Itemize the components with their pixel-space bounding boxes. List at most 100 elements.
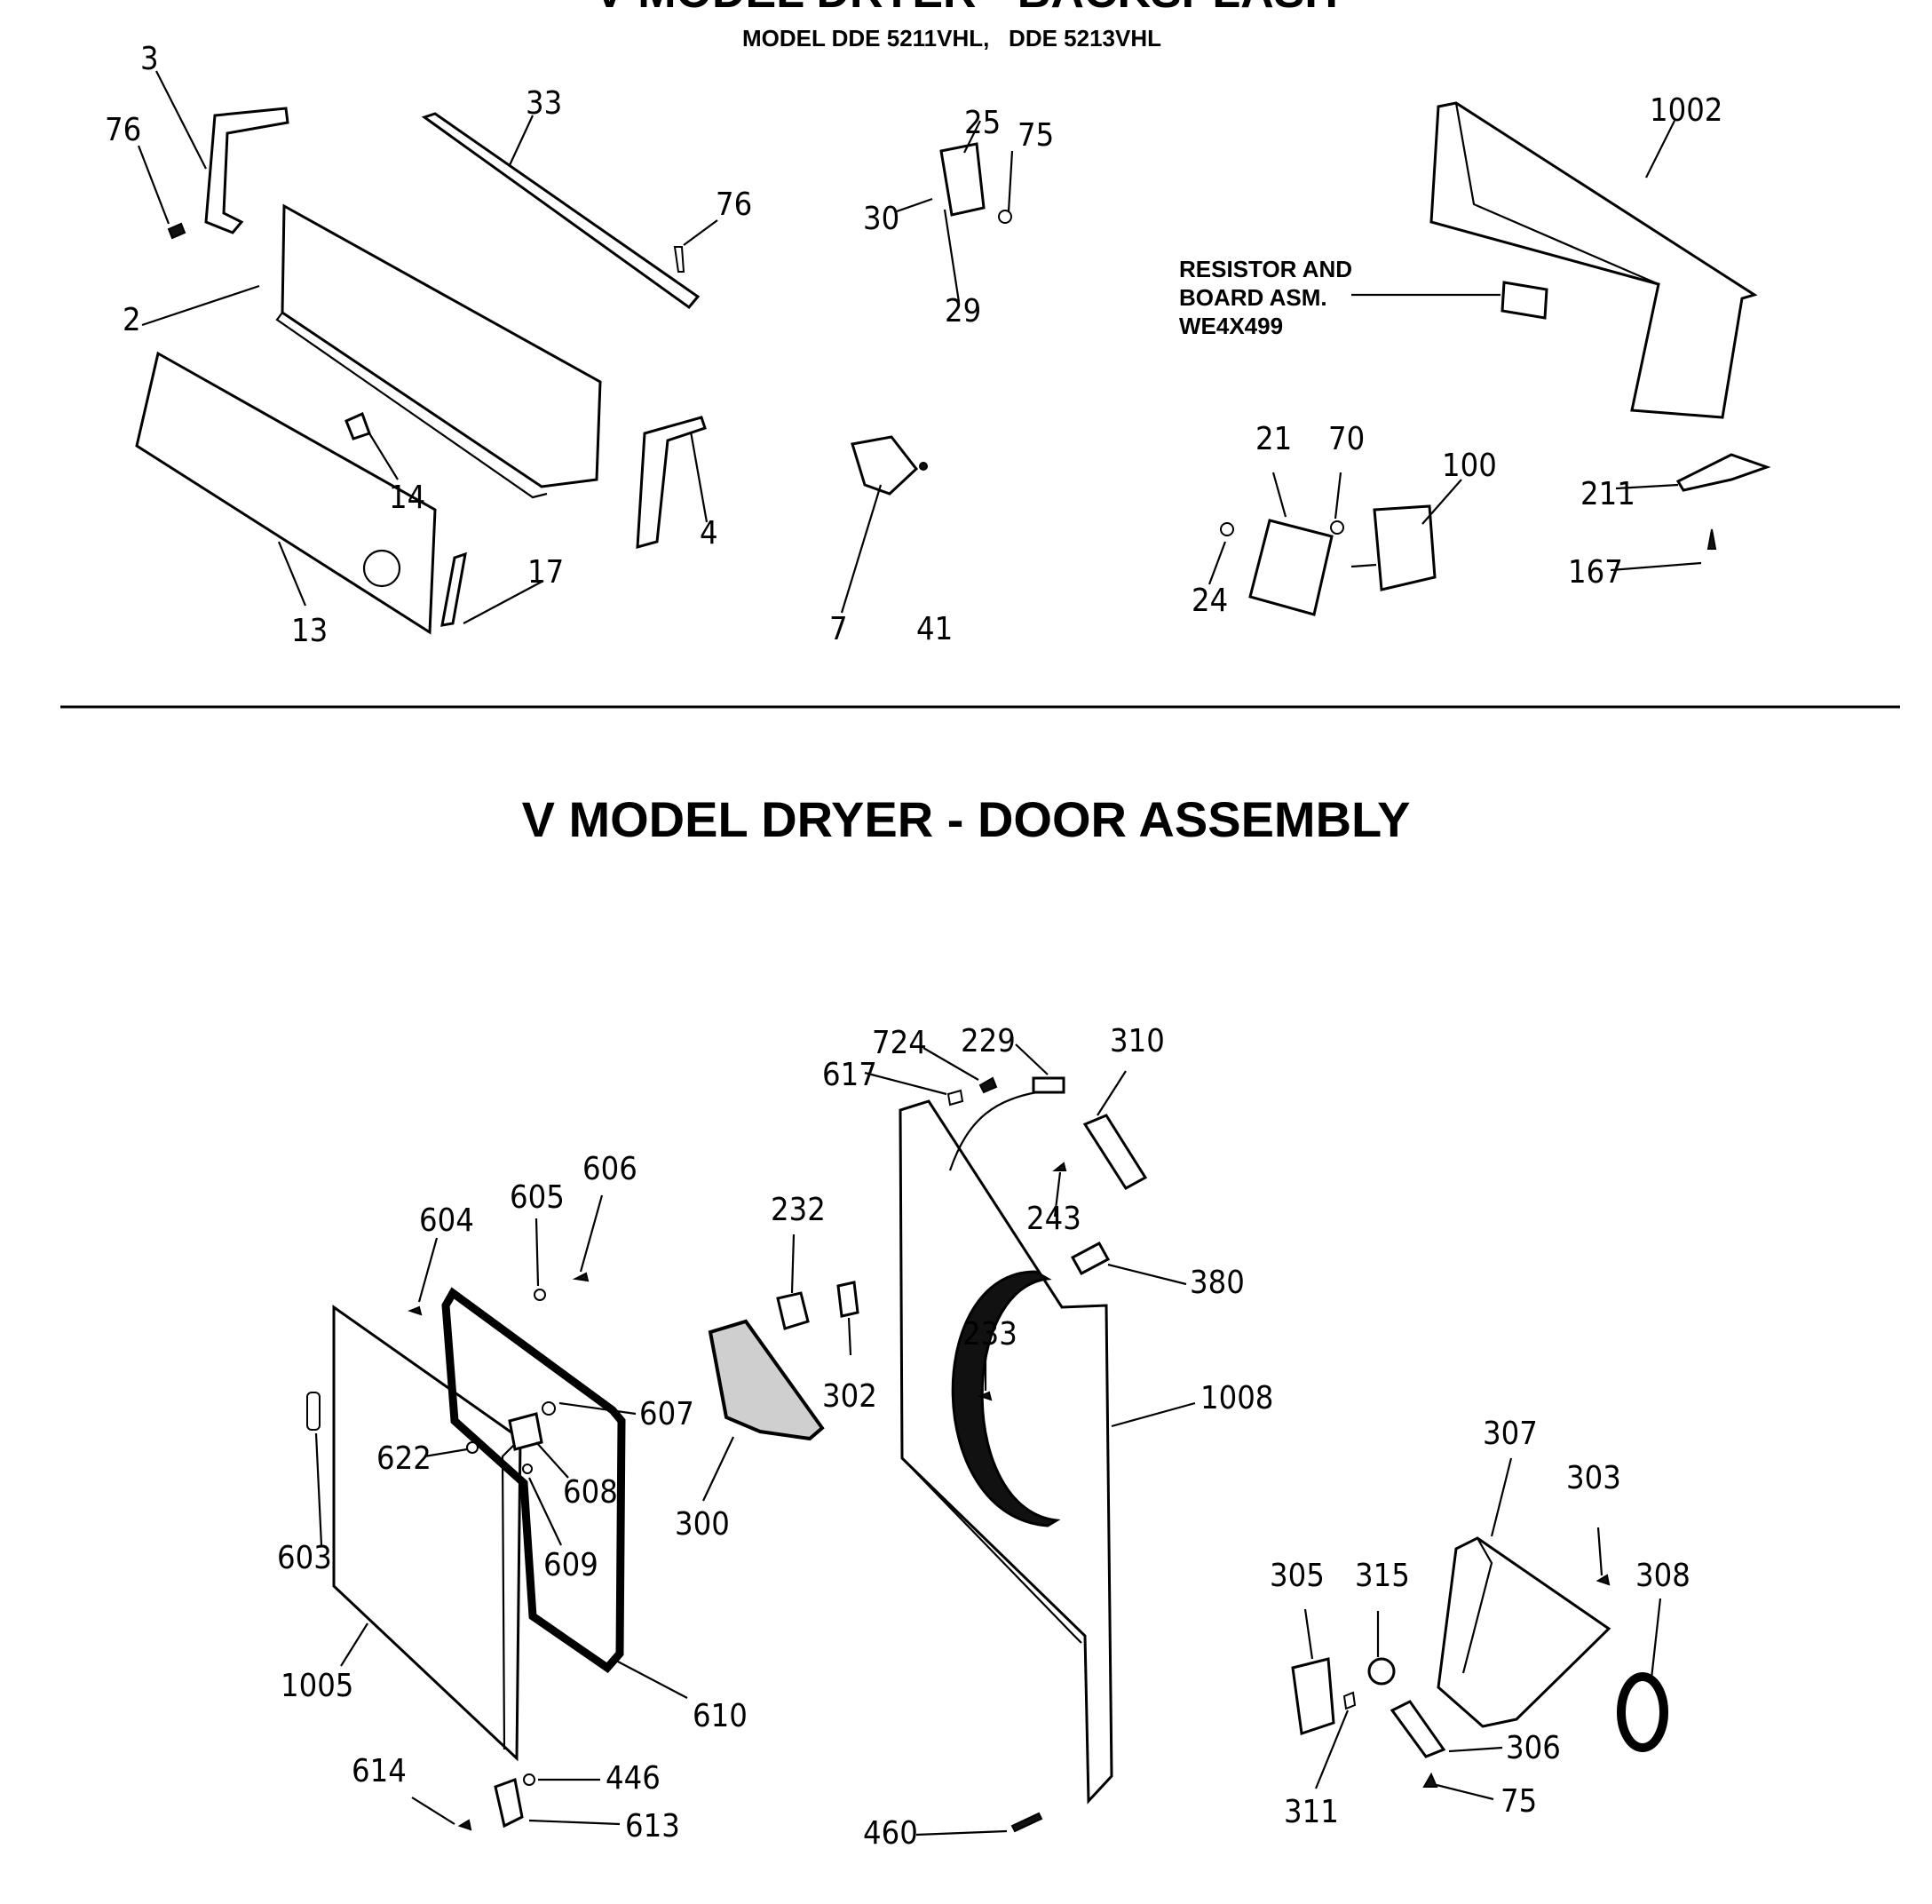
part-606-screw	[572, 1272, 590, 1282]
label-76b: 76	[716, 186, 752, 223]
part-604-screw	[408, 1305, 423, 1316]
label-617: 617	[822, 1057, 877, 1093]
part-300-lint-filter	[708, 1319, 825, 1441]
part-229-connector	[1032, 1076, 1065, 1094]
part-315-roller	[1367, 1657, 1396, 1686]
backsplash-labels: 3 76 33 25 75 76 30 29 1002 2 14 4 13 17…	[105, 41, 1722, 649]
label-3: 3	[140, 41, 159, 77]
label-310: 310	[1110, 1023, 1165, 1059]
part-308-ring	[1617, 1672, 1668, 1752]
label-724: 724	[872, 1025, 927, 1061]
label-303: 303	[1566, 1460, 1621, 1496]
part-1008-opening	[951, 1270, 1061, 1527]
part-21-plate	[1248, 519, 1334, 616]
label-608: 608	[563, 1474, 618, 1511]
part-310-switch	[1082, 1114, 1148, 1190]
label-24: 24	[1192, 583, 1228, 619]
label-211: 211	[1580, 476, 1635, 512]
label-614: 614	[352, 1753, 407, 1789]
part-4-bracket	[636, 416, 707, 549]
part-2-console	[281, 203, 602, 488]
label-100: 100	[1442, 448, 1497, 484]
label-315: 315	[1355, 1558, 1410, 1594]
label-302: 302	[822, 1378, 877, 1415]
part-211-bracket	[1675, 453, 1771, 492]
backsplash-title: V MODEL DRYER - BACKSPLASH	[594, 0, 1338, 18]
label-308: 308	[1635, 1558, 1690, 1594]
label-7: 7	[829, 611, 848, 647]
resistor-note-line3: WE4X499	[1179, 313, 1283, 339]
label-306: 306	[1506, 1730, 1561, 1766]
label-613: 613	[625, 1808, 680, 1844]
part-14-knob	[344, 411, 371, 440]
part-307-inner	[1461, 1537, 1493, 1674]
part-603-handle	[306, 1392, 321, 1431]
label-21: 21	[1255, 421, 1292, 457]
part-608-hinge	[508, 1412, 543, 1451]
label-70: 70	[1328, 421, 1365, 457]
part-305-bracket	[1291, 1657, 1335, 1735]
label-4: 4	[700, 515, 718, 551]
part-76-screw-right	[673, 246, 685, 273]
label-33: 33	[526, 85, 562, 122]
part-306-bracket	[1390, 1700, 1446, 1758]
part-302-gasket	[836, 1281, 859, 1318]
label-167: 167	[1568, 554, 1623, 591]
door-title: V MODEL DRYER - DOOR ASSEMBLY	[522, 791, 1411, 847]
part-311-clip	[1342, 1691, 1357, 1710]
label-311: 311	[1284, 1794, 1339, 1830]
part-243-screw	[1052, 1162, 1067, 1171]
label-41: 41	[916, 611, 953, 647]
label-609: 609	[543, 1547, 598, 1583]
label-380: 380	[1190, 1265, 1245, 1301]
part-1008-front-panel	[899, 1099, 1113, 1805]
part-303-screw	[1595, 1574, 1611, 1586]
part-724-screw	[978, 1076, 998, 1094]
label-610: 610	[693, 1698, 748, 1734]
part-2-console-face	[275, 312, 548, 499]
door-labels: 724 229 310 617 243 380 606 605 604 232 …	[277, 1023, 1690, 1852]
label-607: 607	[639, 1396, 694, 1432]
label-232: 232	[771, 1192, 826, 1228]
label-1008: 1008	[1200, 1380, 1273, 1416]
label-30: 30	[863, 201, 899, 237]
part-229-harness	[948, 1089, 1049, 1171]
part-70-screw	[1330, 520, 1344, 535]
label-622: 622	[376, 1440, 432, 1477]
part-622-plug	[466, 1441, 479, 1454]
part-607-bumper	[542, 1401, 556, 1416]
part-617-clip	[946, 1089, 964, 1107]
resistor-board	[1500, 281, 1548, 320]
label-13: 13	[291, 613, 328, 649]
part-100-shaft	[1350, 563, 1377, 568]
part-613-latch	[494, 1777, 524, 1829]
part-7-knob	[851, 435, 919, 496]
label-1002: 1002	[1650, 92, 1722, 129]
part-41-spring	[919, 462, 928, 471]
label-305: 305	[1270, 1558, 1325, 1594]
label-75: 75	[1017, 117, 1054, 154]
label-29: 29	[945, 293, 981, 329]
label-2: 2	[123, 302, 141, 338]
part-33-strip	[421, 112, 701, 310]
part-24-screw	[1220, 522, 1234, 536]
part-605-bumper	[534, 1289, 546, 1301]
label-605: 605	[510, 1179, 565, 1216]
part-233-screw	[978, 1391, 993, 1401]
part-1008-lower	[901, 1457, 1082, 1644]
label-75-door: 75	[1500, 1783, 1537, 1820]
resistor-note: RESISTOR AND BOARD ASM. WE4X499	[1179, 256, 1352, 339]
part-76-screw-left	[167, 222, 186, 240]
resistor-note-line2: BOARD ASM.	[1179, 284, 1327, 311]
label-604: 604	[419, 1202, 474, 1239]
part-609-bumper	[522, 1464, 533, 1474]
part-167-screw	[1706, 528, 1717, 550]
resistor-note-line1: RESISTOR AND	[1179, 256, 1352, 282]
label-25: 25	[964, 105, 1001, 141]
part-232-clip	[776, 1291, 810, 1330]
part-614-screw	[457, 1819, 472, 1831]
part-17-clip	[440, 551, 467, 627]
part-307-bracket	[1437, 1536, 1611, 1728]
part-13-panel	[135, 351, 437, 635]
